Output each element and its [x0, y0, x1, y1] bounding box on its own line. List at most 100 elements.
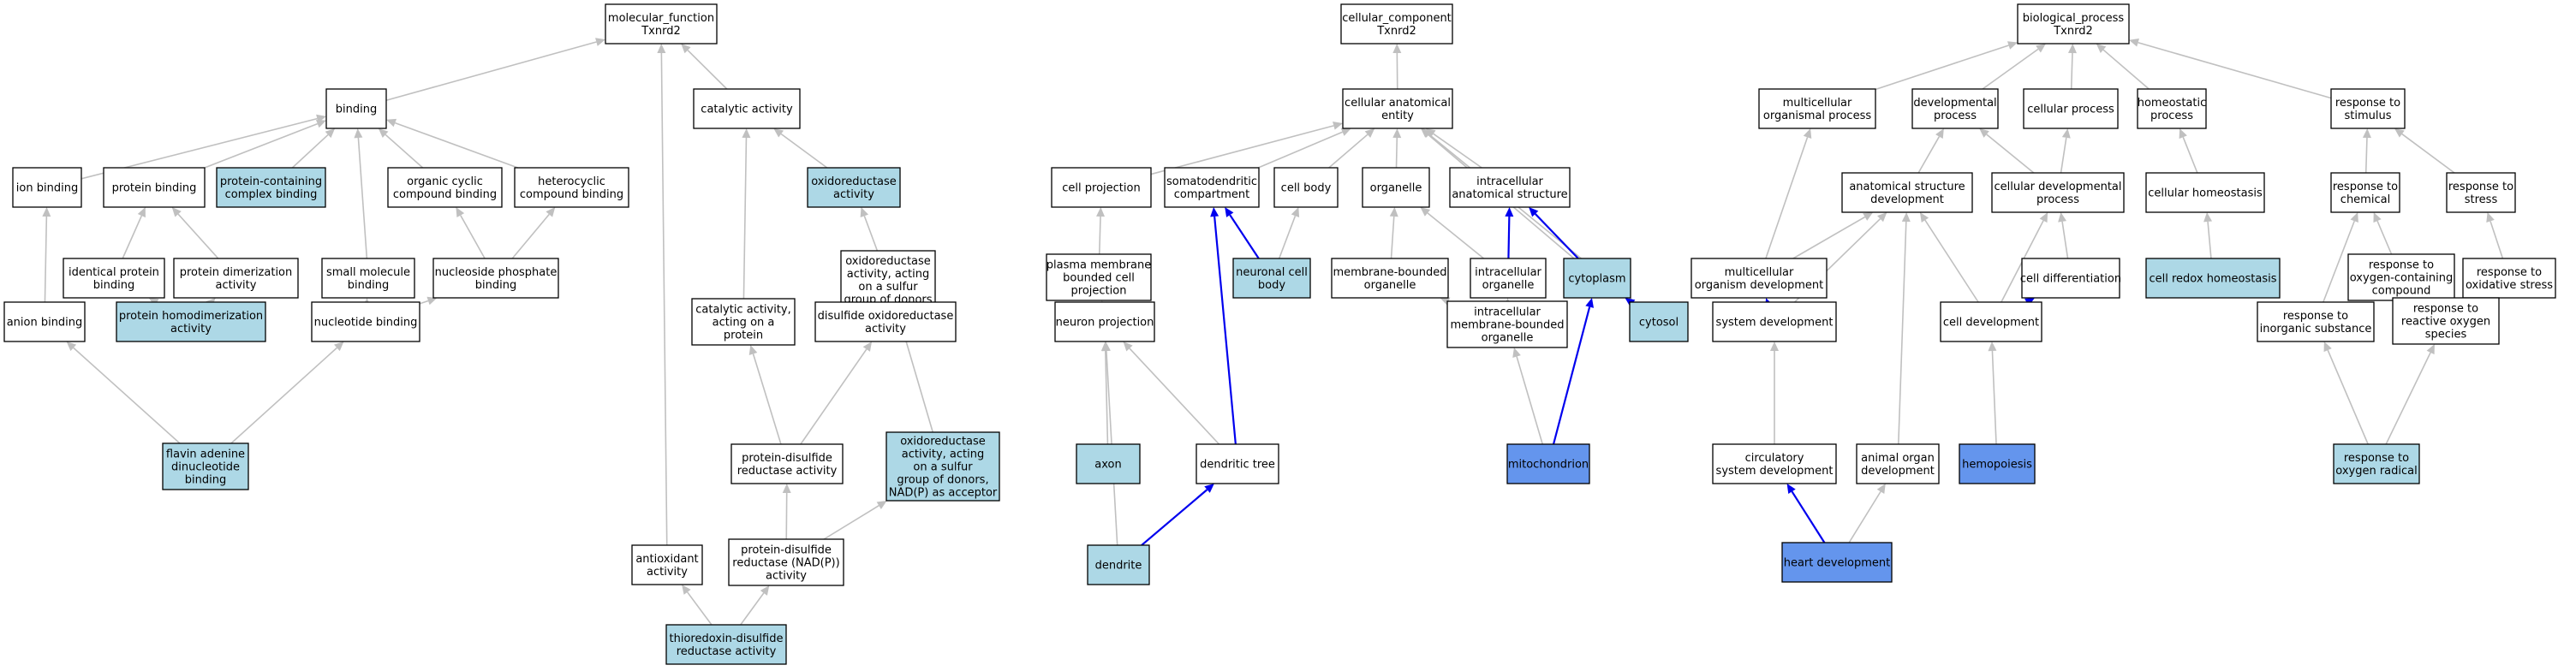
edge-arrowhead — [1803, 128, 1812, 140]
node-box — [631, 544, 703, 585]
node-label-line: species — [2425, 329, 2467, 341]
edge-arrowhead — [1876, 484, 1886, 494]
node-box — [691, 298, 796, 346]
go-term-node-nucleotide-binding[interactable]: nucleotide binding — [311, 301, 420, 342]
go-term-node-dendritic-tree[interactable]: dendritic tree — [1196, 443, 1279, 484]
edge-binding-to-mf_root — [385, 38, 605, 102]
go-term-node-cell-redox-homeostasis[interactable]: cell redox homeostasis — [2145, 258, 2281, 299]
node-box — [1087, 544, 1150, 585]
edge-cell_body-to-cellular_anatomical_entity — [1328, 128, 1375, 169]
node-label-line: mitochondrion — [1508, 459, 1589, 472]
node-label-line: cellular anatomical — [1345, 97, 1451, 110]
node-label-line: binding — [185, 474, 226, 487]
go-term-node-cell-body[interactable]: cell body — [1273, 167, 1339, 208]
node-label-line: organic cyclic — [407, 175, 483, 188]
go-term-node-system-development[interactable]: system development — [1712, 301, 1837, 342]
edge-arrowhead — [2203, 212, 2213, 223]
go-term-node-neuron-projection[interactable]: neuron projection — [1054, 301, 1155, 342]
go-term-node-cell-projection[interactable]: cell projection — [1051, 167, 1152, 208]
edge-layer — [42, 38, 2504, 626]
node-label-line: entity — [1381, 110, 1414, 122]
edge-line — [1433, 133, 1482, 169]
go-term-node-cellular-homeostasis[interactable]: cellular homeostasis — [2145, 172, 2265, 213]
edge-somatodendritic_compartment-to-cellular_anatomical_entity — [1257, 128, 1351, 169]
go-term-node-dendrite[interactable]: dendrite — [1087, 544, 1150, 585]
node-box — [1051, 167, 1152, 208]
edge-nucleotide_binding-to-nucleoside_phosphate_binding — [419, 296, 438, 306]
go-term-node-protein-binding[interactable]: protein binding — [103, 167, 206, 208]
go-term-node-cytoplasm[interactable]: cytoplasm — [1563, 258, 1631, 299]
go-term-node-axon[interactable]: axon — [1076, 443, 1141, 484]
go-term-node-cell-differentiation[interactable]: cell differentiation — [2020, 258, 2121, 299]
node-label-line: membrane-bounded — [1333, 266, 1446, 279]
go-term-node-organelle[interactable]: organelle — [1362, 167, 1430, 208]
go-term-node-heart-development[interactable]: heart development — [1781, 542, 1893, 583]
node-label-line: system development — [1716, 465, 1834, 478]
go-term-node-ion-binding[interactable]: ion binding — [12, 167, 82, 208]
go-term-node-anion-binding[interactable]: anion binding — [3, 301, 86, 342]
go-term-node-catalytic-activity[interactable]: catalytic activity — [693, 88, 801, 129]
go-term-node-cytosol[interactable]: cytosol — [1629, 301, 1689, 342]
go-term-node-mitochondrion[interactable]: mitochondrion — [1506, 443, 1590, 484]
node-box — [1362, 167, 1430, 208]
edge-arrowhead — [682, 585, 691, 595]
edge-cell_differentiation-to-cellular_developmental_process — [2058, 212, 2069, 259]
edge-antioxidant_activity-to-mf_root — [657, 44, 668, 546]
edge-arrowhead — [782, 484, 791, 494]
edge-line — [1765, 137, 1809, 259]
edge-arrowhead — [2373, 212, 2382, 223]
go-term-node-cell-development[interactable]: cell development — [1940, 301, 2042, 342]
edge-line — [687, 50, 728, 90]
edge-arrowhead — [1364, 128, 1375, 138]
node-label-line: protein — [724, 330, 763, 342]
go-term-node-cellular-process[interactable]: cellular process — [2023, 88, 2119, 129]
go-term-node-binding[interactable]: binding — [325, 88, 387, 129]
go-term-node-hemopoiesis[interactable]: hemopoiesis — [1959, 443, 2036, 484]
